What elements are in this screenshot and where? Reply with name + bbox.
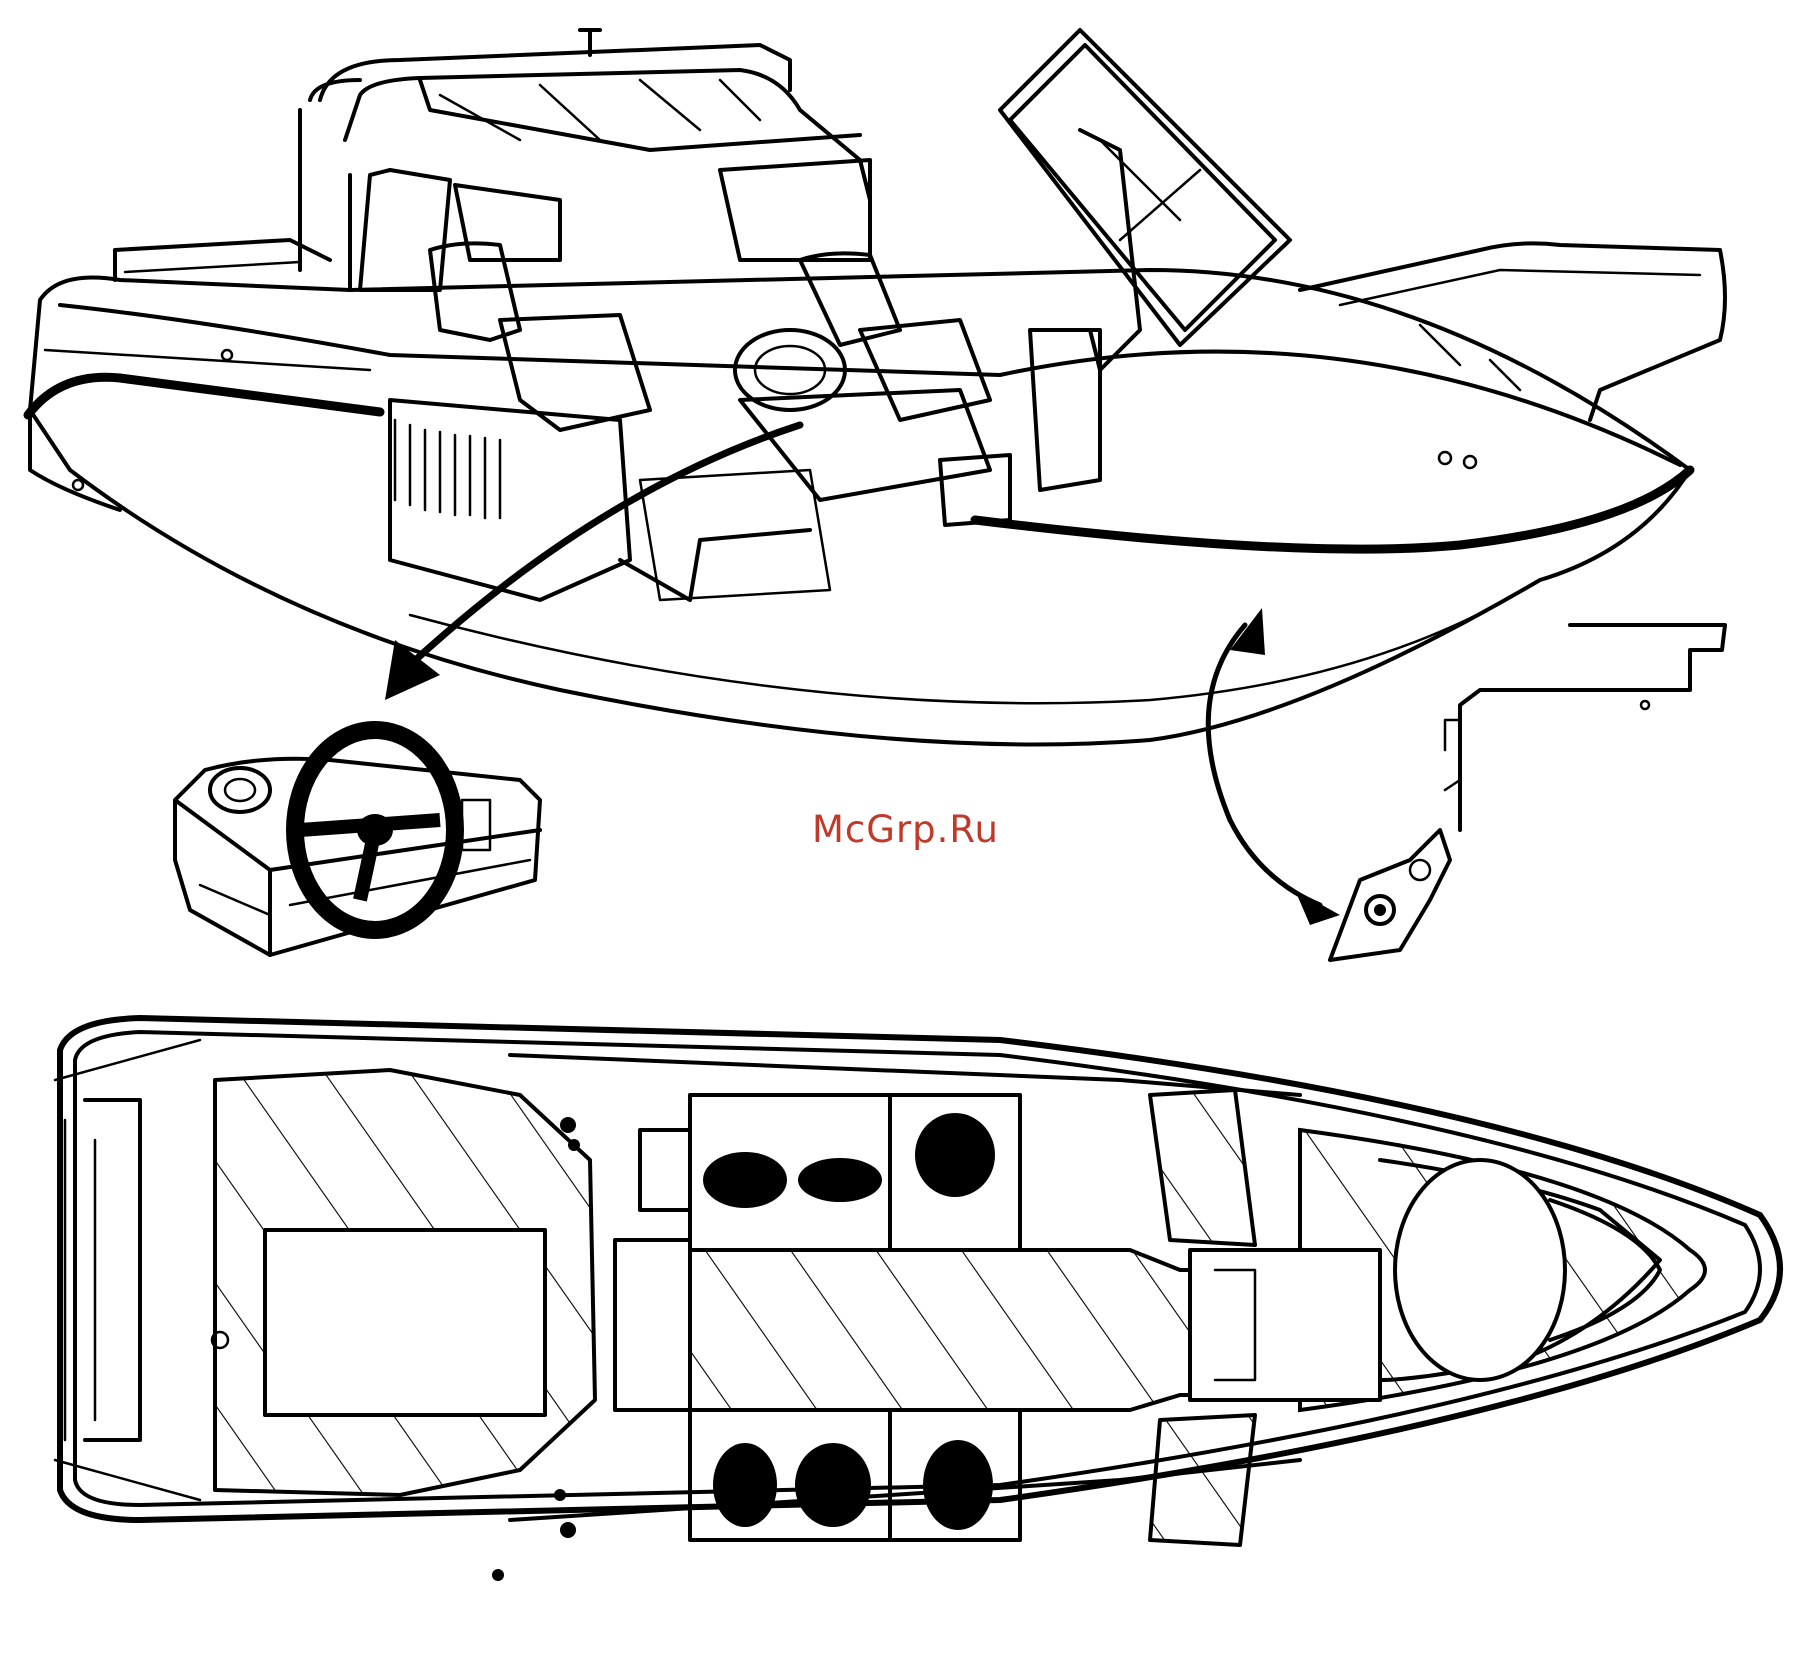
watermark-text: McGrp.Ru: [812, 808, 1032, 858]
helm-console-detail: [175, 730, 540, 955]
boat-perspective-view: [28, 30, 1725, 925]
swim-ladder-detail: [1330, 625, 1725, 960]
boat-top-view: [55, 1018, 1780, 1581]
